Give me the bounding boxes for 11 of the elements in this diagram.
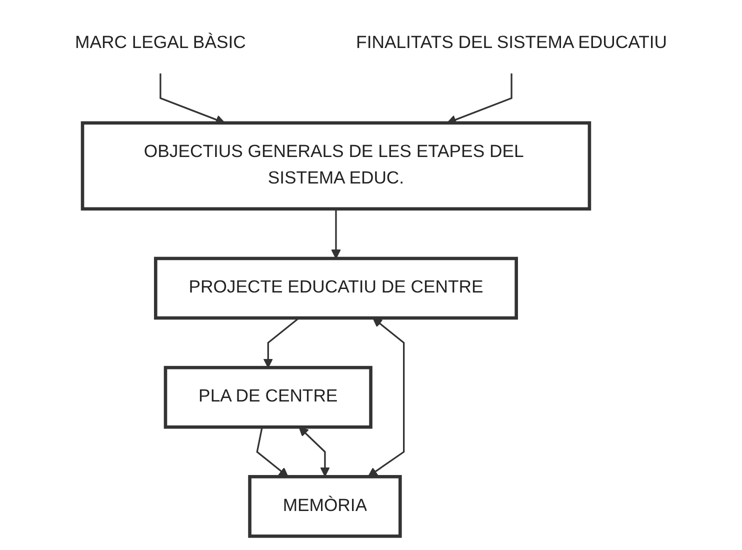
arrow	[256, 426, 288, 478]
node-box: PROJECTE EDUCATIU DE CENTRE	[154, 256, 518, 320]
arrow	[298, 426, 330, 477]
arrow	[263, 317, 300, 368]
arrow	[368, 318, 405, 477]
node-text: FINALITATS DEL SISTEMA EDUCATIU	[356, 34, 667, 52]
node-box: PLA DE CENTRE	[164, 366, 372, 429]
arrow	[331, 208, 341, 259]
node-box: OBJECTIUS GENERALS DE LES ETAPES DEL SISTEMA EDUC.	[80, 121, 592, 211]
node-text: MARC LEGAL BÀSIC	[75, 34, 246, 52]
node-box: MEMÒRIA	[248, 475, 402, 538]
